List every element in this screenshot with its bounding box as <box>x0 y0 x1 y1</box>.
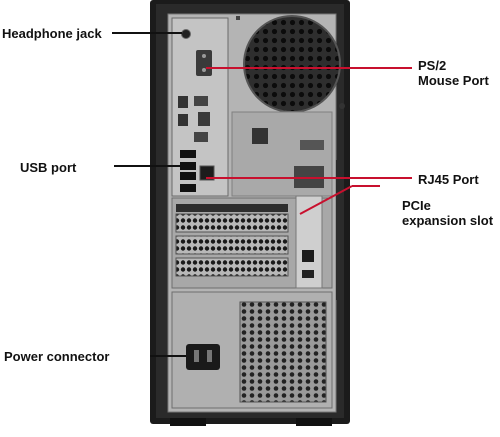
usb-ports <box>180 150 196 158</box>
pcie-label: PCIe expansion slot <box>402 198 500 228</box>
usb-port-label: USB port <box>20 160 76 175</box>
headphone-jack-port <box>182 30 191 39</box>
ps2-label-line2: Mouse Port <box>418 73 500 88</box>
pcie-label-line1: PCIe <box>402 198 500 213</box>
ps2-label-line1: PS/2 <box>418 58 500 73</box>
power-connector-socket <box>186 344 220 370</box>
ps2-label: PS/2 Mouse Port <box>418 58 500 88</box>
pcie-slot <box>176 214 288 232</box>
ps2-port <box>196 50 212 76</box>
rj45-label: RJ45 Port <box>418 172 479 187</box>
fan-grill <box>244 16 340 112</box>
pcie-label-line2: expansion slot <box>402 213 500 228</box>
headphone-jack-label: Headphone jack <box>2 26 102 41</box>
power-connector-label: Power connector <box>4 349 109 364</box>
